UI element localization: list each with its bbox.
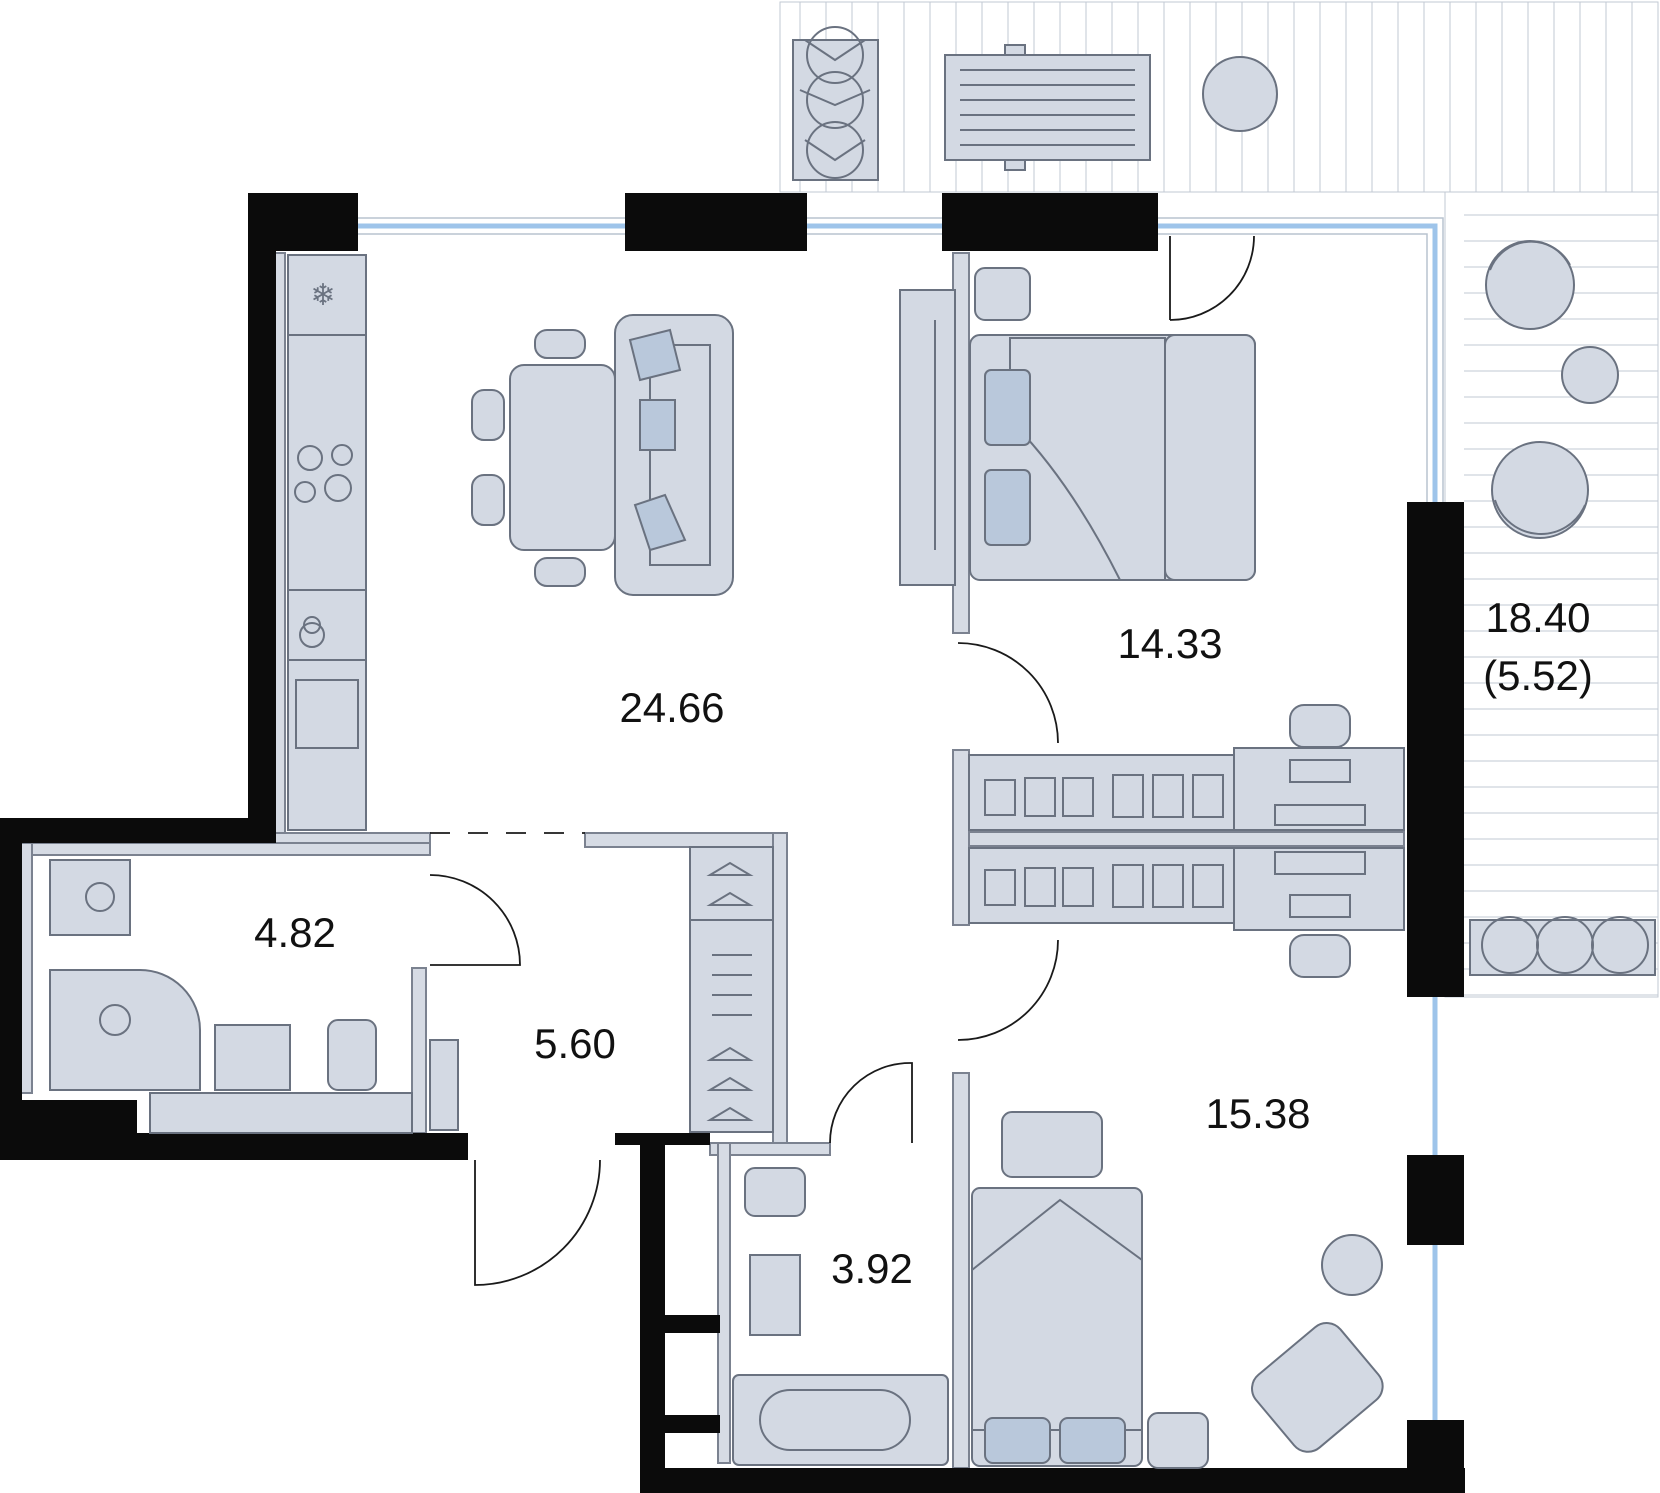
terrace-table-top: [1202, 56, 1278, 132]
hallway-area: 5.60: [534, 1020, 616, 1067]
hallway-closet: [689, 846, 774, 1133]
dining-table: [471, 329, 616, 587]
armchair: [1251, 1322, 1384, 1453]
kitchen-counter: ❄: [287, 254, 367, 831]
bathroom-area: 3.92: [831, 1245, 913, 1292]
sun-lounger: [944, 44, 1151, 171]
terrace-chair-1: [1485, 240, 1575, 330]
planter-top: [792, 26, 879, 181]
freezer-icon: ❄: [310, 278, 335, 313]
bedside-table-2: [1001, 1111, 1103, 1178]
laundry-fixtures: [49, 859, 459, 1134]
terrace-table-right: [1561, 346, 1619, 404]
sofa: [614, 314, 734, 596]
bearing-walls: [0, 193, 1465, 1493]
bedroom2-side-table: [1321, 1234, 1383, 1296]
desk-upper: [1233, 704, 1405, 831]
bedroom1-area: 14.33: [1117, 620, 1222, 667]
bathroom-fixtures: [732, 1167, 949, 1466]
bedroom1-wardrobe: [899, 289, 956, 586]
bedside-table-1: [974, 267, 1031, 321]
living-kitchen-area: 24.66: [619, 684, 724, 731]
double-bed: [969, 334, 1256, 581]
laundry-area: 4.82: [254, 909, 336, 956]
wardrobe-lower: [968, 847, 1235, 924]
single-bed: [971, 1187, 1143, 1467]
doors: [429, 235, 1255, 1286]
terrace-area: 18.40: [1485, 594, 1590, 641]
pouf: [1147, 1412, 1209, 1469]
bedroom2-area: 15.38: [1205, 1090, 1310, 1137]
wardrobe-upper: [968, 754, 1235, 831]
terrace-chair-2: [1491, 441, 1589, 539]
terrace-reduced-area: (5.52): [1483, 652, 1593, 699]
planter-right: [1469, 916, 1656, 976]
desk-lower: [1233, 847, 1405, 978]
